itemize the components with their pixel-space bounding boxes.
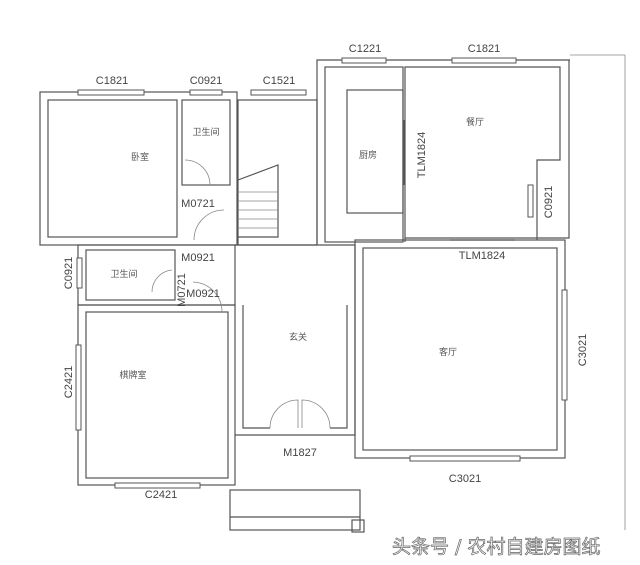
- label-win-bath2: C0921: [63, 257, 75, 289]
- room-bathroom-1: 卫生间: [192, 126, 219, 138]
- label-door-entry: M1827: [283, 447, 317, 459]
- label-win-chess-bottom: C2421: [145, 489, 177, 501]
- label-win-bedroom: C1821: [96, 75, 128, 87]
- label-door-bath1: M0721: [181, 198, 215, 210]
- windows: [75, 57, 568, 489]
- room-living: 客厅: [439, 346, 457, 358]
- label-win-stair: C1521: [263, 75, 295, 87]
- label-win-living-side: C3021: [577, 334, 589, 366]
- room-kitchen: 厨房: [359, 149, 377, 161]
- room-bedroom: 卧室: [131, 151, 149, 163]
- walls: [39, 54, 626, 533]
- label-slide-kitchen: TLM1824: [416, 132, 428, 178]
- label-win-chess-side: C2421: [63, 366, 75, 398]
- label-slide-dining: TLM1824: [459, 250, 505, 262]
- label-win-dining: C1821: [468, 43, 500, 55]
- label-win-dining-side: C0921: [543, 186, 555, 218]
- room-dining: 餐厅: [466, 116, 484, 128]
- label-door-bath2: M0721: [176, 273, 188, 307]
- watermark: 头条号 / 农村自建房图纸: [392, 536, 600, 558]
- label-door-bedroom: M0921: [181, 252, 215, 264]
- label-win-bath1: C0921: [190, 75, 222, 87]
- room-bathroom-2: 卫生间: [110, 268, 137, 280]
- room-chess: 棋牌室: [119, 369, 146, 381]
- room-foyer: 玄关: [289, 331, 307, 343]
- label-door-chess: M0921: [186, 288, 220, 300]
- label-win-living-bottom: C3021: [449, 473, 481, 485]
- label-win-kitchen: C1221: [349, 43, 381, 55]
